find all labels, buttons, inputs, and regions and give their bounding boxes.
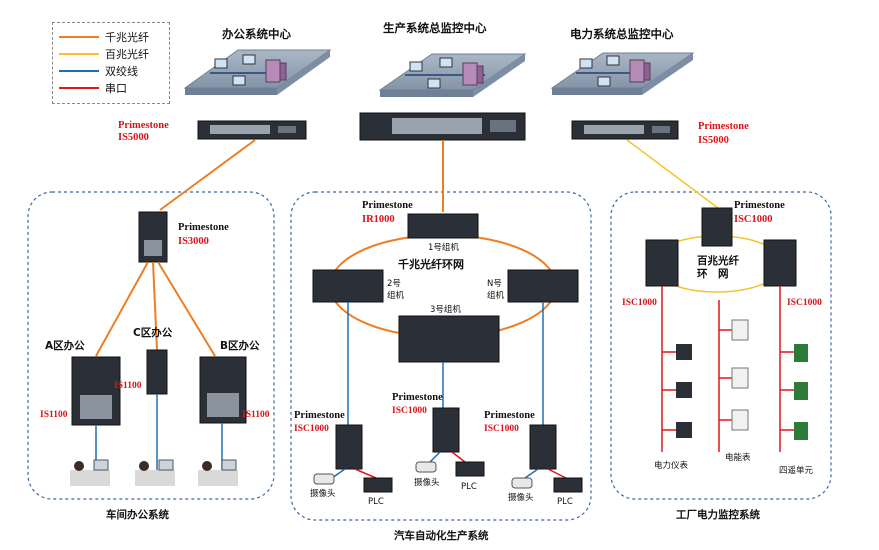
is3000-brand: Primestone [178, 222, 229, 233]
plc-left-label: PLC [368, 497, 384, 507]
camera-mid-label: 摄像头 [414, 478, 440, 488]
is1100-b-switch [199, 356, 247, 424]
production-zone-title: 汽车自动化生产系统 [394, 530, 489, 542]
production-isc1000-nodes [335, 407, 557, 470]
fast-ring-label-line1: 百兆光纤 [697, 255, 739, 267]
is5000-left-model: IS5000 [118, 132, 149, 143]
legend-item-fast-fiber: 百兆光纤 [59, 46, 169, 61]
node-mid-brand: Primestone [392, 392, 443, 403]
office-uplink-fiber [159, 139, 256, 211]
is5000-right-brand: Primestone [698, 121, 749, 132]
zone-c-label: C区办公 [133, 327, 173, 339]
fast-ring-label-line2: 环 网 [697, 268, 729, 280]
zone-a-label: A区办公 [45, 340, 85, 352]
meter3-label: 四遥单元 [779, 466, 814, 476]
office-center-title: 办公系统中心 [222, 27, 291, 41]
power-center-computers [579, 55, 651, 87]
production-twisted-pair [347, 302, 544, 425]
legend-label: 千兆光纤 [105, 31, 149, 44]
production-field-links [331, 451, 567, 479]
is1100-a-label: IS1100 [40, 410, 68, 420]
legend-swatch [59, 70, 99, 72]
group3-device [398, 315, 500, 363]
legend-item-serial: 串口 [59, 80, 169, 95]
is3000-switch [138, 211, 168, 263]
isc1000-top-brand: Primestone [734, 200, 785, 211]
production-zone-box [290, 191, 592, 521]
production-center-title: 生产系统总监控中心 [383, 21, 487, 35]
camera-left-label: 摄像头 [310, 489, 336, 499]
legend-label: 串口 [105, 82, 127, 95]
legend-item-twisted-pair: 双绞线 [59, 63, 169, 78]
node-left-brand: Primestone [294, 410, 345, 421]
group2-label-line2: 组机 [387, 291, 405, 301]
legend-item-gigabit-fiber: 千兆光纤 [59, 29, 169, 44]
production-core-switch [359, 112, 526, 141]
groupn-label-line1: N号 [487, 279, 502, 289]
power-zone-box [610, 191, 832, 500]
is1100-c-label: IS1100 [114, 381, 142, 391]
is5000-left-brand: Primestone [118, 120, 169, 131]
office-center-platform [183, 49, 332, 95]
production-center-platform [378, 53, 527, 97]
legend-box: 千兆光纤 百兆光纤 双绞线 串口 [52, 22, 170, 104]
legend-swatch [59, 36, 99, 38]
power-uplink-fiber [626, 139, 719, 209]
power-serial-lines [661, 286, 794, 452]
plc-mid-label: PLC [461, 482, 477, 492]
isc1000-top-model: ISC1000 [734, 214, 773, 225]
node-right-brand: Primestone [484, 410, 535, 421]
gigabit-ring-label: 千兆光纤环网 [398, 258, 464, 271]
camera-right-label: 摄像头 [508, 493, 534, 503]
group2-label-line1: 2号 [387, 279, 401, 289]
is1100-b-label: IS1100 [242, 410, 270, 420]
is5000-left-switch [197, 120, 307, 140]
office-workstations [70, 459, 238, 486]
is1100-a-switch [71, 356, 121, 426]
office-zone-box [27, 191, 275, 500]
ir1000-brand: Primestone [362, 200, 413, 211]
office-zone-title: 车间办公系统 [106, 509, 169, 521]
power-field-devices [676, 319, 808, 440]
legend-label: 双绞线 [105, 65, 138, 78]
legend-swatch [59, 53, 99, 55]
group2-device [312, 269, 384, 303]
power-isc1000-right [763, 239, 797, 287]
office-center-computers [214, 54, 287, 86]
power-isc1000-left [645, 239, 679, 287]
office-branch-fibers [95, 261, 216, 357]
power-center-platform [550, 52, 695, 95]
power-zone-title: 工厂电力监控系统 [676, 509, 760, 521]
group1-label: 1号组机 [428, 243, 459, 253]
node-mid-model: ISC1000 [392, 406, 427, 416]
power-isc1000-top [701, 207, 733, 247]
production-center-computers [409, 57, 484, 89]
meter2-label: 电能表 [725, 453, 751, 463]
is5000-right-switch [571, 120, 679, 140]
isc1000-right-label: ISC1000 [787, 298, 822, 308]
plc-right-label: PLC [557, 497, 573, 507]
groupn-label-line2: 组机 [487, 291, 505, 301]
ir1000-group1-device [407, 213, 479, 239]
ir1000-model: IR1000 [362, 214, 395, 225]
legend-swatch [59, 87, 99, 89]
is5000-right-model: IS5000 [698, 135, 729, 146]
groupn-device [507, 269, 579, 303]
zone-b-label: B区办公 [220, 340, 260, 352]
meter1-label: 电力仪表 [654, 461, 689, 471]
power-center-title: 电力系统总监控中心 [570, 27, 674, 41]
node-left-model: ISC1000 [294, 424, 329, 434]
production-cameras-and-plcs [313, 461, 583, 493]
node-right-model: ISC1000 [484, 424, 519, 434]
legend-label: 百兆光纤 [105, 48, 149, 61]
is3000-model: IS3000 [178, 236, 209, 247]
isc1000-left-label: ISC1000 [622, 298, 657, 308]
group3-label: 3号组机 [430, 305, 461, 315]
is1100-c-switch [146, 349, 168, 395]
